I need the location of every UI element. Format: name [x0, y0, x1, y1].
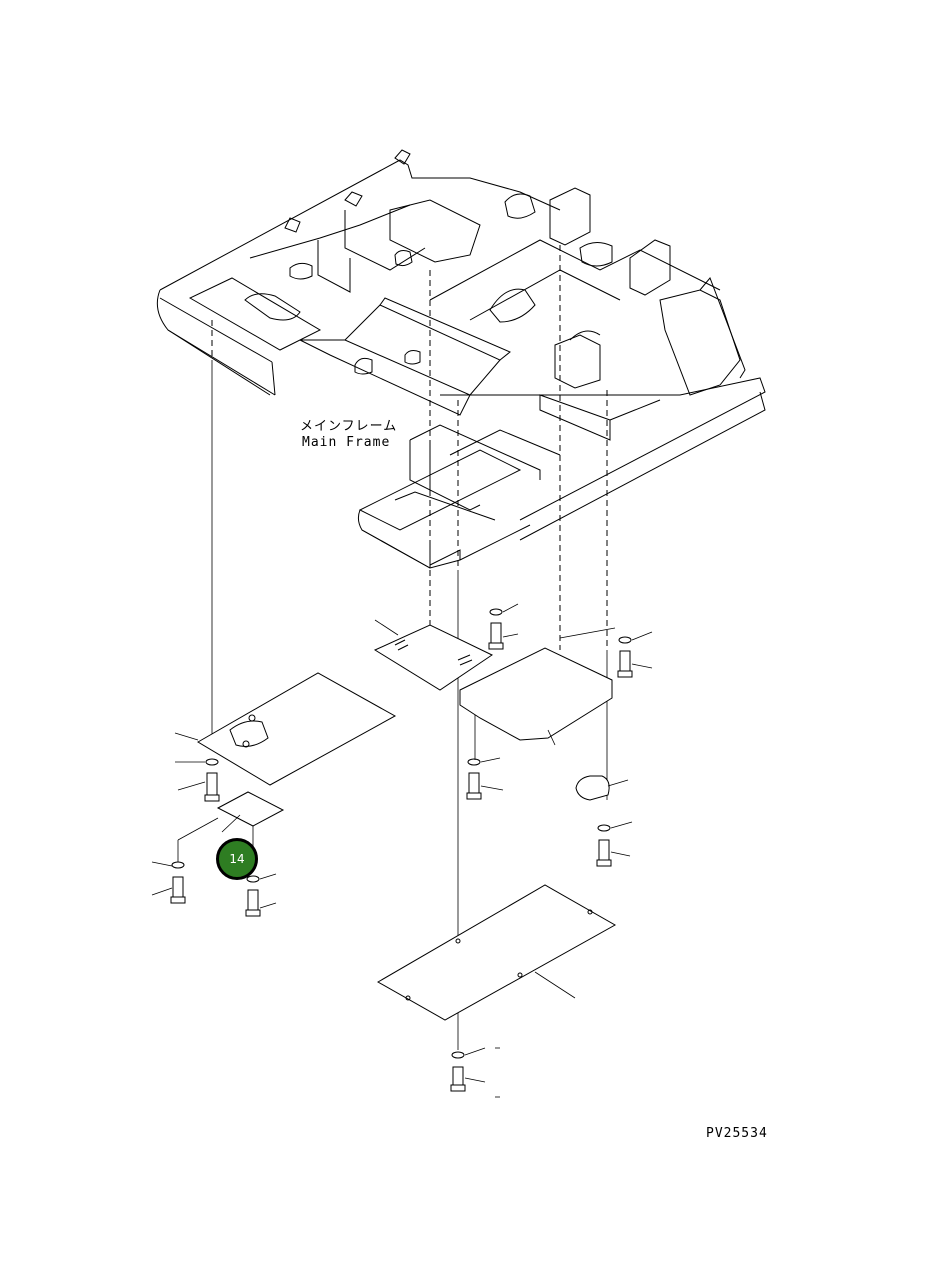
fasteners [151, 603, 653, 1098]
cover-plate-center [373, 619, 494, 691]
small-cover-right [575, 775, 629, 801]
drawing-number: PV25534 [706, 1126, 768, 1141]
main-frame-label-jp: メインフレーム [300, 419, 397, 434]
main-frame-label-en: Main Frame [302, 435, 390, 450]
cover-plate-bottom [376, 884, 617, 1021]
callout-number: 14 [229, 852, 245, 866]
alignment-lines [211, 245, 608, 1050]
cover-plate-right [459, 627, 616, 746]
cover-plate-left [174, 672, 397, 786]
main-frame: メインフレーム Main Frame [156, 149, 766, 569]
callout-badge-14[interactable]: 14 [216, 838, 258, 880]
